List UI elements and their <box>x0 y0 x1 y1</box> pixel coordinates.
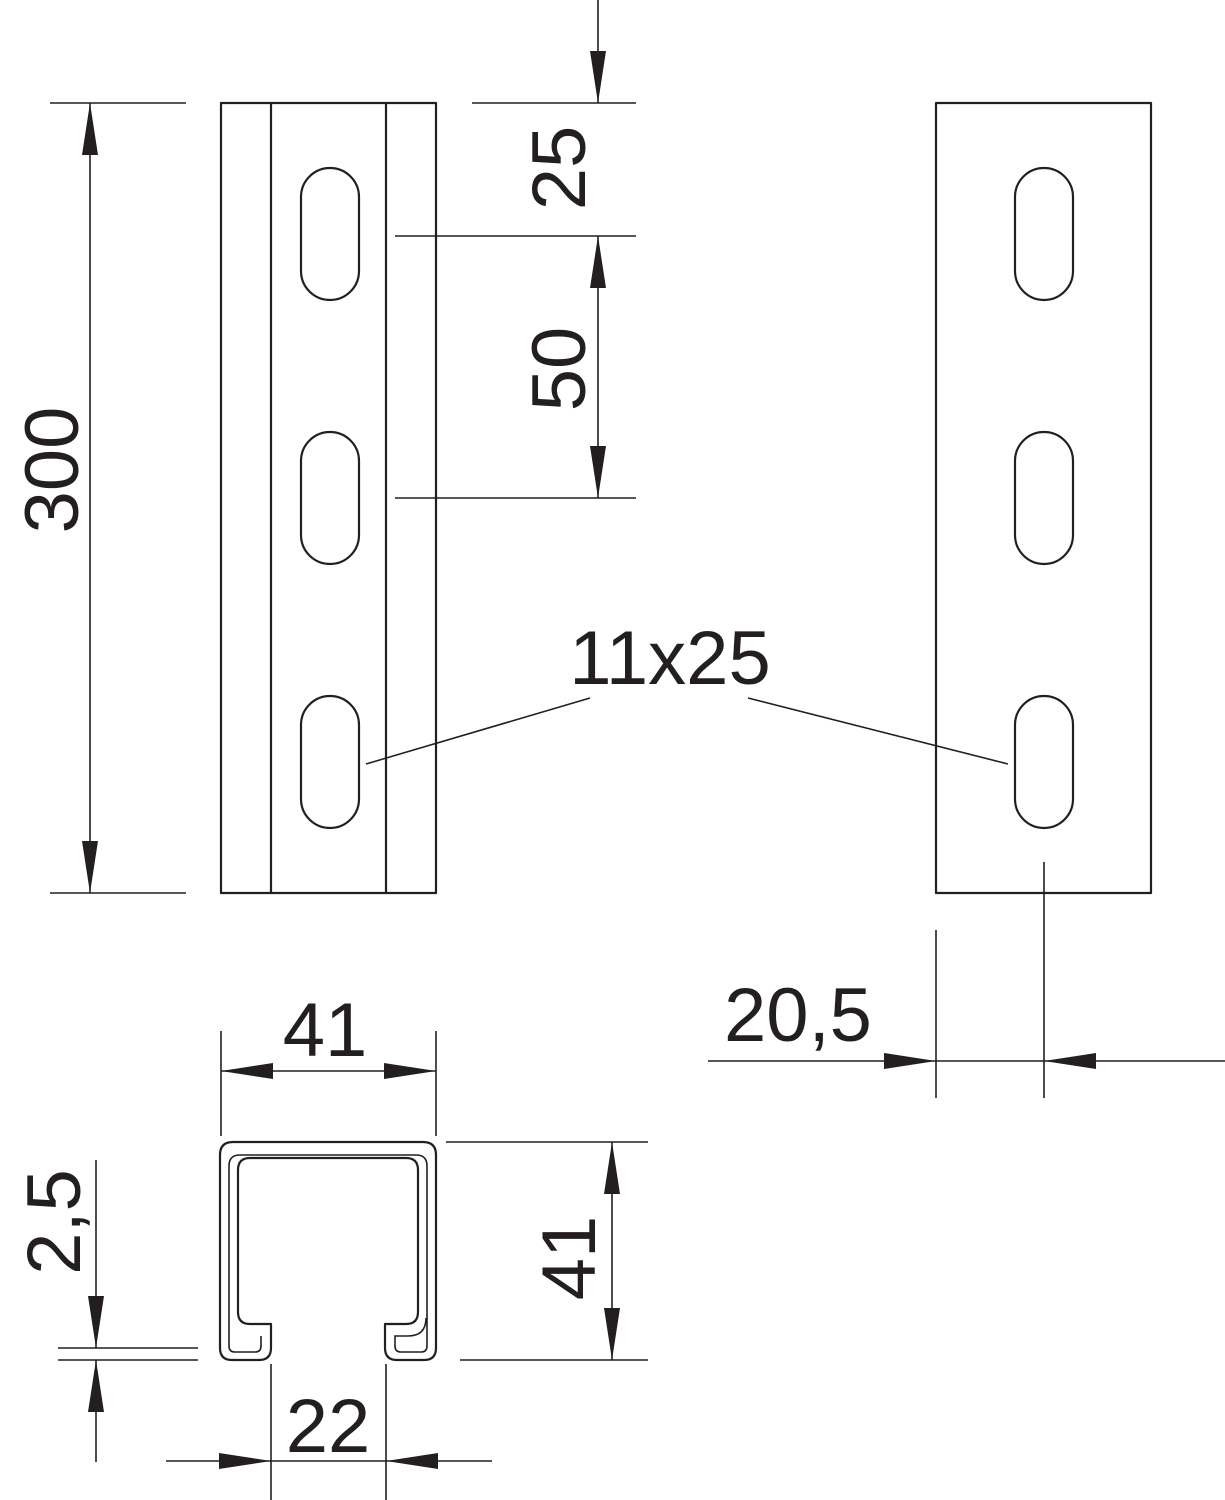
front-view-slot-3 <box>299 694 361 830</box>
arrow-head-25-top <box>590 51 606 103</box>
arrow-head-thickness-down <box>88 1296 104 1348</box>
dimension-total-length: 300 <box>10 102 186 894</box>
side-view <box>934 101 1153 895</box>
arrow-head-height-bottom <box>604 1308 620 1360</box>
slot-size-label: 11x25 <box>569 616 770 701</box>
side-view-slot-2 <box>1013 430 1075 566</box>
front-view-slot-1 <box>299 166 361 302</box>
arrow-head-up <box>82 103 98 155</box>
dimension-label-50: 50 <box>517 327 602 412</box>
profile-outer-contour <box>218 1140 438 1362</box>
profile-inner-contour <box>228 1154 428 1353</box>
arrow-head-opening-right <box>386 1453 438 1469</box>
front-view-slot-2 <box>299 430 361 566</box>
arrow-head-thickness-up <box>88 1360 104 1412</box>
cross-section-profile <box>218 1140 438 1362</box>
dimension-side-offset: 20,5 <box>708 862 1225 1098</box>
dimension-slot-opening: 22 <box>166 1364 492 1500</box>
side-view-outline <box>934 101 1153 895</box>
arrow-head-50-bottom <box>590 446 606 498</box>
arrow-head-20-5-right <box>1044 1053 1096 1069</box>
dimension-profile-width: 41 <box>220 988 437 1136</box>
dimension-label-2-5: 2,5 <box>12 1169 97 1275</box>
arrow-head-width-left <box>221 1063 273 1079</box>
slot-size-callout: 11x25 <box>365 616 1009 765</box>
front-view <box>219 101 438 895</box>
leader-line-right <box>747 697 1009 765</box>
leader-line-left <box>365 697 591 765</box>
dimension-profile-height: 41 <box>446 1141 648 1361</box>
dimension-label-width-41: 41 <box>283 988 368 1073</box>
arrow-head-width-right <box>384 1063 436 1079</box>
dimension-label-22: 22 <box>286 1384 371 1469</box>
arrow-head-height-top <box>604 1142 620 1194</box>
arrow-head-opening-left <box>219 1453 271 1469</box>
dimension-label-25: 25 <box>517 126 602 211</box>
arrow-head-down <box>82 841 98 893</box>
side-view-slot-3 <box>1013 694 1075 830</box>
dimension-label-height-41: 41 <box>527 1216 612 1301</box>
dimension-wall-thickness: 2,5 <box>12 1160 198 1462</box>
dimension-label-300: 300 <box>10 407 95 534</box>
dimension-label-20-5: 20,5 <box>724 973 872 1058</box>
side-view-slot-1 <box>1013 166 1075 302</box>
dimension-slot-positions: 25 50 <box>395 0 636 499</box>
arrow-head-20-5-left <box>884 1053 936 1069</box>
